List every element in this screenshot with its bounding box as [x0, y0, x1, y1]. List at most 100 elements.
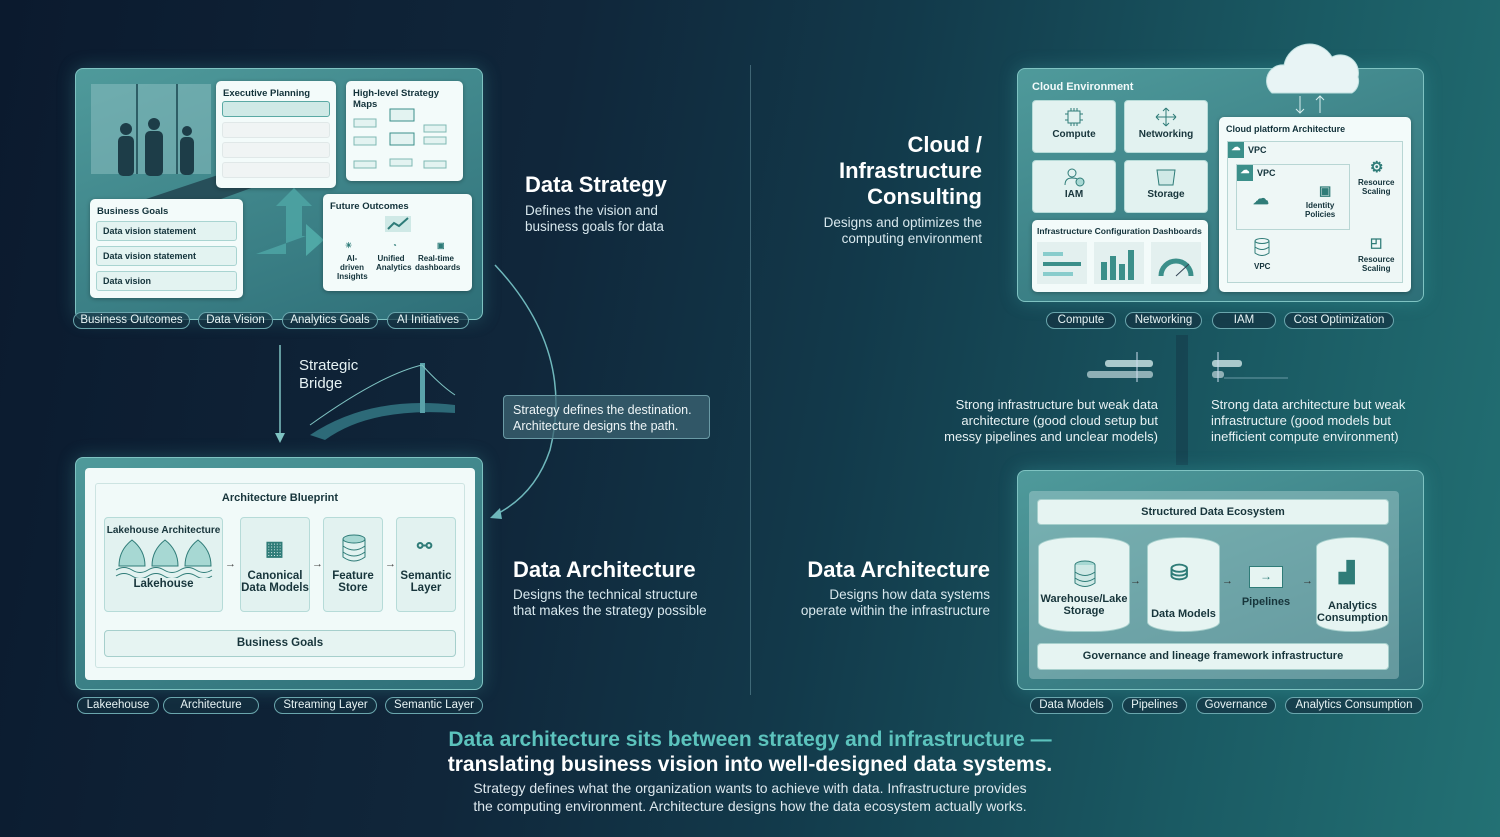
tag-cost-optimization: Cost Optimization: [1284, 312, 1394, 329]
meeting-photo-illustration: [91, 84, 276, 209]
cloud-environment-panel: Cloud Environment Compute Networking IAM…: [1017, 68, 1424, 302]
cloud-environment-title: Cloud Environment: [1032, 81, 1134, 93]
cpu-chip-icon: [1065, 108, 1083, 126]
data-strategy-heading: Data Strategy: [525, 172, 667, 197]
user-shield-icon: [1064, 168, 1085, 187]
strategy-callout: Strategy defines the destination.Archite…: [503, 395, 710, 439]
cloud-icon: ☁: [1228, 142, 1244, 158]
lakehouse-title: Lakehouse Architecture: [106, 525, 221, 536]
planning-row: [222, 122, 330, 138]
blueprint-business-goals: Business Goals: [104, 630, 456, 657]
card-title: Future Outcomes: [330, 201, 409, 212]
outcome-realtime-dashboards: Real-time dashboards: [415, 254, 461, 272]
outcome-unified-analytics: Unified Analytics: [376, 254, 412, 272]
database-icon: [1254, 238, 1270, 256]
goal-item: Data vision statement: [96, 246, 237, 266]
data-ecosystem-panel: Structured Data Ecosystem Warehouse/Lake…: [1017, 470, 1424, 690]
vpc-db-label: VPC: [1254, 262, 1271, 271]
business-goals-card: Business Goals Data vision statement Dat…: [90, 199, 243, 298]
trend-chart-icon: [385, 216, 411, 232]
database-icon: [342, 534, 366, 562]
architecture-blueprint-panel: Architecture Blueprint Lakehouse Archite…: [75, 457, 483, 690]
card-title: High-level Strategy Maps: [353, 88, 440, 110]
storage-bucket-icon: [1156, 169, 1176, 186]
database-icon: [1074, 560, 1096, 587]
cloud-platform-card: Cloud platform Architecture ☁ VPC ☁ VPC …: [1219, 117, 1411, 292]
network-arrows-icon: [1155, 107, 1177, 127]
iam-tile: IAM: [1032, 160, 1116, 213]
flow-arrow-icon: [256, 188, 324, 256]
pipelines-node: → Pipelines: [1226, 566, 1306, 621]
strategic-bridge-illustration: [275, 345, 456, 443]
pipeline-icon: →: [1249, 566, 1283, 588]
goal-item: Data vision statement: [96, 221, 237, 241]
future-outcomes-card: Future Outcomes ☀ ◔ ▣ AI-driven Insights…: [323, 194, 472, 291]
tag-pipelines: Pipelines: [1122, 697, 1187, 714]
data-models-icon: ▦: [265, 538, 284, 560]
cloud-icon: ☁: [1237, 165, 1253, 181]
structured-ecosystem-bar: Structured Data Ecosystem: [1037, 499, 1389, 525]
tag-analytics-consumption: Analytics Consumption: [1285, 697, 1423, 714]
infra-dashboards-card: Infrastructure Configuration Dashboards: [1032, 220, 1208, 292]
card-title: Cloud platform Architecture: [1226, 124, 1346, 134]
vpc-label: VPC: [1248, 145, 1267, 155]
planning-row: [222, 162, 330, 178]
lightbulb-icon: ☀: [345, 241, 353, 250]
footer-headline-accent: Data architecture sits between strategy …: [448, 728, 1052, 751]
dashboard-charts-icon: [1037, 242, 1201, 284]
imbalance-bars-right: [1212, 352, 1288, 382]
goal-item: Data vision: [96, 271, 237, 291]
data-models-node: ⛁Data Models: [1147, 537, 1220, 632]
tag-compute: Compute: [1046, 312, 1116, 329]
strategy-maps-card: High-level Strategy Maps: [346, 81, 463, 181]
storage-tile: Storage: [1124, 160, 1208, 213]
cloud-icon: [1266, 43, 1360, 114]
strategy-panel: Executive Planning High-level Strategy M…: [75, 68, 483, 320]
planning-row: [222, 142, 330, 158]
card-title: Infrastructure Configuration Dashboards: [1037, 226, 1202, 236]
semantic-network-icon: ⚯: [417, 536, 433, 556]
cloud-upload-icon: ☁: [1253, 191, 1269, 208]
footer-headline: translating business vision into well-de…: [447, 753, 1053, 776]
tag-networking: Networking: [1125, 312, 1202, 329]
tag-semantic-layer: Semantic Layer: [385, 697, 483, 714]
tradeoff-divider: [1176, 335, 1188, 465]
tag-analytics-goals: Analytics Goals: [282, 312, 378, 329]
pie-chart-icon: ◔: [392, 241, 397, 250]
data-architecture-left-heading: Data Architecture: [513, 557, 696, 582]
tag-data-vision: Data Vision: [198, 312, 273, 329]
strategy-map-diagram: [353, 108, 447, 169]
tag-streaming-layer: Streaming Layer: [274, 697, 377, 714]
lakehouse-tile: Lakehouse Architecture Lakehouse: [104, 517, 223, 612]
tag-business-outcomes: Business Outcomes: [73, 312, 190, 329]
footer: Data architecture sits between strategy …: [300, 728, 1200, 815]
dashboard-icon: ▣: [437, 241, 445, 250]
compute-tile: Compute: [1032, 100, 1116, 153]
vpc-label: VPC: [1257, 168, 1276, 178]
gear-icon: ⚙: [1370, 159, 1384, 176]
resize-icon: ◰: [1370, 235, 1383, 250]
center-divider: [750, 65, 751, 695]
governance-bar: Governance and lineage framework infrast…: [1037, 643, 1389, 670]
card-title: Executive Planning: [223, 88, 311, 99]
imbalance-bars-left: [1087, 352, 1153, 382]
executive-planning-card: Executive Planning: [216, 81, 336, 188]
lakehouse-waves-icon: [115, 539, 212, 578]
data-models-icon: ⛁: [1170, 560, 1189, 585]
blueprint-title: Architecture Blueprint: [221, 492, 339, 504]
